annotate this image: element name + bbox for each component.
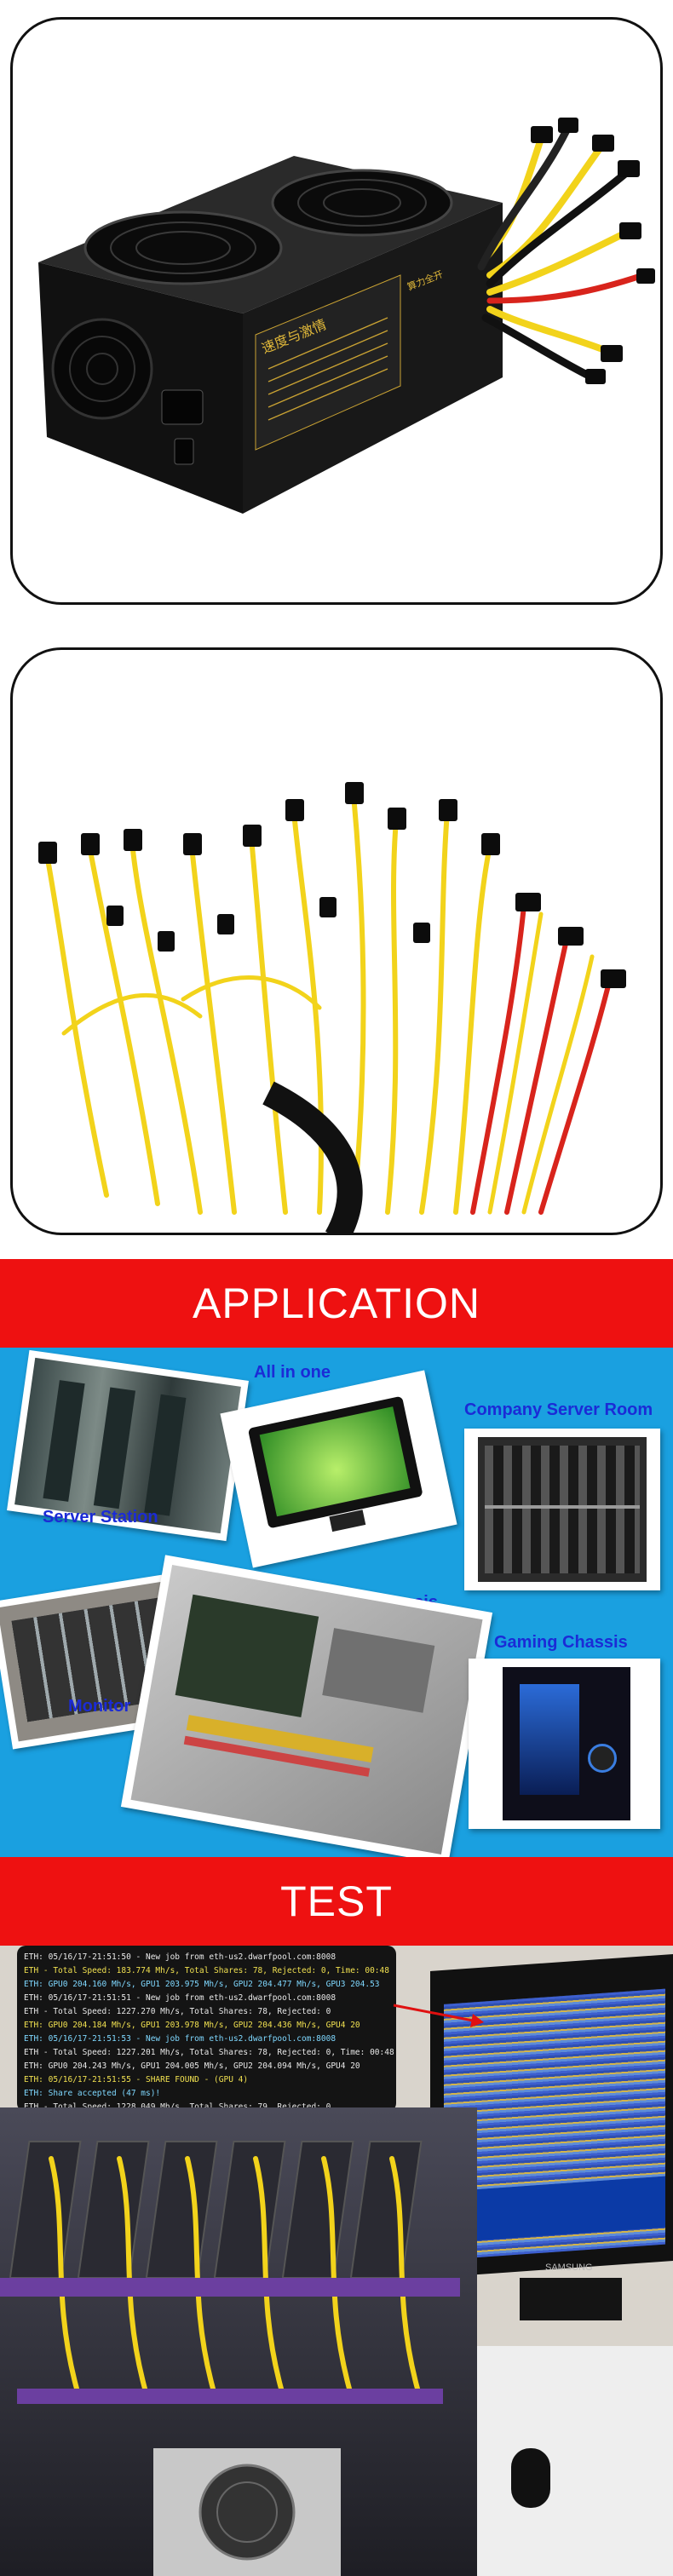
terminal-line: ETH: GPU0 204.184 Mh/s, GPU1 203.978 Mh/…: [24, 2021, 360, 2030]
psu-illustration: 速度与激情 算力全开: [38, 118, 655, 514]
label-company-server-room: Company Server Room: [464, 1400, 653, 1419]
psu-cable-bundle: [477, 126, 647, 382]
fan-left-icon: [83, 210, 283, 285]
psu-spec-label: [255, 274, 401, 451]
psu-connectors: [531, 118, 655, 384]
label-server-station: Server Station: [43, 1508, 158, 1527]
power-socket-icon: [161, 389, 204, 425]
side-fan-icon: [51, 318, 153, 420]
terminal-line: ETH: 05/16/17-21:51:53 - New job from et…: [24, 2034, 336, 2044]
terminal-line: ETH: GPU0 204.243 Mh/s, GPU1 204.005 Mh/…: [24, 2061, 360, 2071]
desk-surface: [477, 2346, 673, 2576]
cable-connectors: [38, 782, 626, 988]
yellow-cables: [44, 792, 492, 1215]
test-title: TEST: [280, 1877, 393, 1925]
power-switch-icon: [174, 438, 194, 465]
monitor-stand: [520, 2278, 622, 2320]
terminal-line: ETH: 05/16/17-21:51:51 - New job from et…: [24, 1993, 336, 2003]
company-server-room-photo: [464, 1429, 660, 1590]
label-monitor: Monitor: [68, 1697, 131, 1716]
terminal-line: ETH: 05/16/17-21:51:50 - New job from et…: [24, 1952, 336, 1962]
application-collage: Server Station All in one Company Server…: [0, 1348, 673, 1857]
terminal-line: ETH: GPU0 204.160 Mh/s, GPU1 203.975 Mh/…: [24, 1980, 380, 1989]
terminal-line: ETH - Total Speed: 183.774 Mh/s, Total S…: [24, 1966, 389, 1975]
mining-rig-illustration: [0, 2141, 460, 2576]
red-cables: [470, 903, 612, 1215]
braided-sleeve: [262, 1081, 363, 1233]
terminal-line: ETH - Total Speed: 1227.201 Mh/s, Total …: [24, 2048, 394, 2057]
label-all-in-one: All in one: [254, 1363, 331, 1382]
label-gaming-chassis: Gaming Chassis: [494, 1633, 628, 1652]
application-title: APPLICATION: [193, 1279, 480, 1327]
pointer-arrow-icon: [393, 2004, 484, 2027]
terminal-line: ETH - Total Speed: 1228.049 Mh/s, Total …: [24, 2101, 389, 2112]
terminal-line: ETH - Total Speed: 1227.270 Mh/s, Total …: [24, 2007, 331, 2016]
terminal-output: ETH: 05/16/17-21:51:50 - New job from et…: [17, 1946, 396, 2112]
terminal-line: ETH: Share accepted (47 ms)!: [24, 2089, 161, 2098]
terminal-line: ETH: 05/16/17-21:51:55 - SHARE FOUND - (…: [24, 2075, 249, 2084]
cables-illustration: [38, 782, 626, 1233]
monitor-brand: SAMSUNG: [545, 2263, 593, 2273]
test-photo: SAMSUNG ETH: 05/16/17-21:51:50 - New job…: [0, 1946, 673, 2576]
psu-product-photo: 速度与激情 算力全开: [10, 17, 663, 605]
test-banner: TEST: [0, 1857, 673, 1946]
application-banner: APPLICATION: [0, 1259, 673, 1348]
all-in-one-photo: [220, 1370, 457, 1568]
gaming-chassis-photo: [469, 1659, 660, 1829]
cables-product-photo: [10, 647, 663, 1235]
mouse-icon: [511, 2448, 550, 2508]
